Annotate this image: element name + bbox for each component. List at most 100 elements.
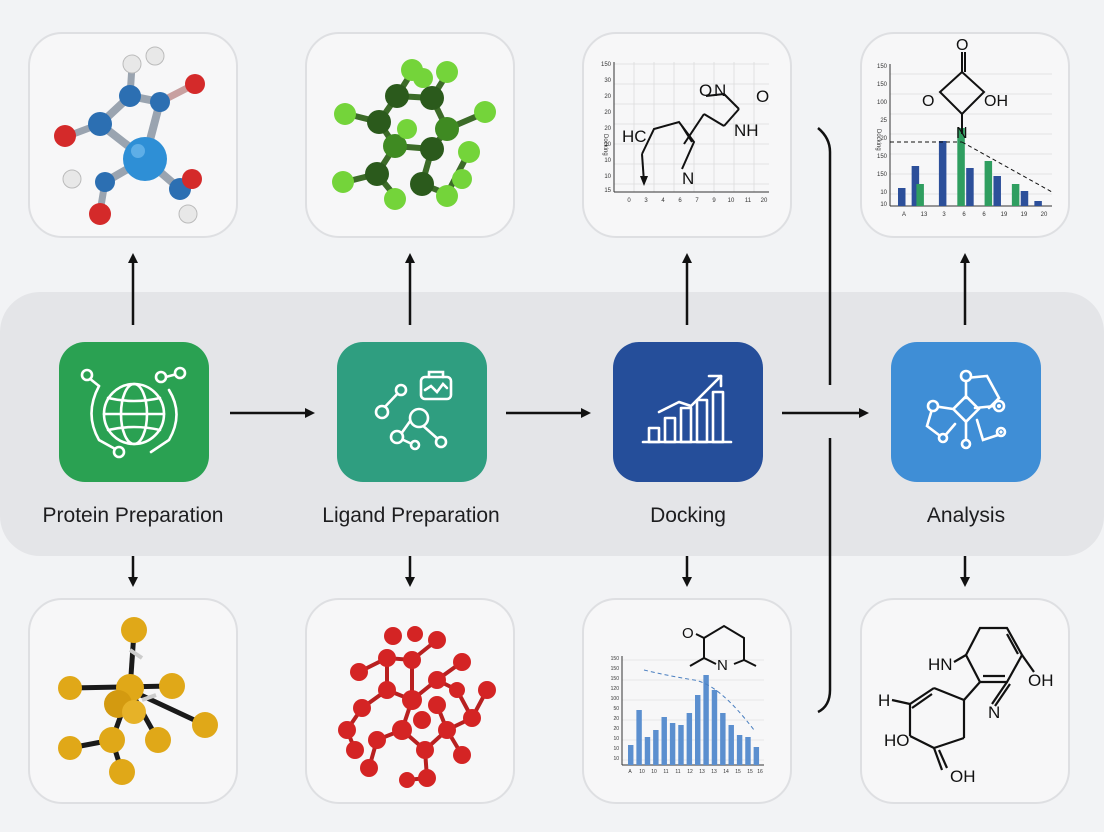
bar <box>711 690 718 765</box>
bracket-upper <box>817 127 832 385</box>
y-tick: 10 <box>604 174 611 180</box>
x-tick: 13 <box>699 769 705 775</box>
y-tick: 150 <box>877 64 888 70</box>
bar <box>628 745 634 765</box>
y-tick: 20 <box>880 136 887 142</box>
x-tick: 15 <box>735 769 741 775</box>
x-tick: 13 <box>921 212 928 218</box>
y-tick: 100 <box>877 100 888 106</box>
chem-label: OH <box>1028 671 1054 690</box>
y-tick: 150 <box>877 154 888 160</box>
ligand-molecule-image <box>332 59 496 210</box>
chem-label: H <box>878 691 890 710</box>
y-tick: 150 <box>611 656 620 662</box>
y-tick: 20 <box>613 726 619 732</box>
x-tick: 11 <box>663 769 668 775</box>
chem-label: N <box>956 125 968 142</box>
x-tick: 6 <box>678 198 682 204</box>
x-tick: 4 <box>661 198 665 204</box>
analysis-structure-image: HN OH N H HO OH <box>878 626 1054 786</box>
stage-label-protein: Protein Preparation <box>42 504 224 527</box>
y-tick: 20 <box>613 716 619 722</box>
x-tick: 7 <box>695 198 699 204</box>
x-tick: 10 <box>728 198 735 204</box>
y-tick: 120 <box>611 686 620 692</box>
x-tick: 19 <box>1001 212 1008 218</box>
bar <box>728 725 734 765</box>
ligand-structure-image <box>338 626 496 788</box>
bar <box>678 725 684 765</box>
x-tick: 13 <box>711 769 717 775</box>
x-tick: 0 <box>627 198 631 204</box>
bar <box>957 128 965 206</box>
bar-series <box>628 675 760 765</box>
y-tick: 10 <box>613 746 619 752</box>
stage-tile-docking[interactable] <box>613 342 763 482</box>
stage-label-analysis: Analysis <box>926 504 1006 527</box>
y-tick: 20 <box>604 126 611 132</box>
bar <box>745 737 751 765</box>
stage-tile-protein[interactable] <box>59 342 209 482</box>
bar <box>644 737 651 765</box>
chem-label: N <box>714 81 726 100</box>
globe-network-icon <box>80 366 187 459</box>
x-tick: A <box>628 769 632 775</box>
y-tick: 25 <box>880 118 887 124</box>
bar <box>653 730 659 765</box>
y-tick: 150 <box>877 172 888 178</box>
bar-series <box>898 128 1042 206</box>
stage-tile-ligand[interactable] <box>337 342 487 482</box>
y-tick: 15 <box>604 188 611 194</box>
y-tick: 50 <box>613 706 619 712</box>
chem-label: N <box>988 703 1000 722</box>
y-tick: 10 <box>880 202 887 208</box>
x-tick: 3 <box>942 212 946 218</box>
bar-chart-trend-icon <box>641 374 733 444</box>
x-tick: 12 <box>687 769 693 775</box>
chem-label: N <box>717 657 728 674</box>
chem-label: HN <box>928 655 953 674</box>
bar <box>984 161 993 206</box>
x-tick: 14 <box>723 769 729 775</box>
bar <box>966 168 974 206</box>
bar <box>993 176 1001 206</box>
x-tick: 6 <box>962 212 966 218</box>
analysis-chart-card: 150 150 100 25 20 150 150 10 10 A 13 3 6… <box>860 32 1070 238</box>
x-tick: 6 <box>982 212 986 218</box>
stage-tile-analysis[interactable] <box>891 342 1041 482</box>
bar <box>669 723 676 765</box>
chem-label: OH <box>984 93 1008 110</box>
analysis-chart-image: 150 150 100 25 20 150 150 10 10 A 13 3 6… <box>875 37 1053 218</box>
bar <box>898 188 906 206</box>
chem-label: O <box>922 93 934 110</box>
bar <box>736 735 743 765</box>
bar <box>703 675 709 765</box>
y-tick: 10 <box>880 190 887 196</box>
y-tick: 30 <box>604 78 611 84</box>
y-tick: 20 <box>604 94 611 100</box>
bar <box>916 184 924 206</box>
y-tick: 10 <box>613 756 619 762</box>
stage-label-ligand: Ligand Preparation <box>322 504 500 527</box>
chem-label: O <box>699 81 712 100</box>
bar <box>911 166 920 206</box>
bracket-lower <box>817 438 832 714</box>
chem-label: NH <box>734 121 759 140</box>
protein-molecule-image <box>54 46 205 225</box>
bar <box>753 747 760 765</box>
docking-result-card: 150 150 150 120 100 50 20 20 10 10 10 A … <box>582 598 792 804</box>
protein-structure-card <box>28 598 238 804</box>
x-tick: 15 <box>747 769 753 775</box>
bar <box>720 713 726 765</box>
x-tick: 10 <box>639 769 645 775</box>
y-tick: 150 <box>611 676 620 682</box>
y-tick: 10 <box>604 158 611 164</box>
x-tick: 9 <box>712 198 716 204</box>
docking-result-image: 150 150 150 120 100 50 20 20 10 10 10 A … <box>611 624 764 775</box>
chem-label: O <box>682 625 694 642</box>
x-tick: 19 <box>1021 212 1028 218</box>
y-tick: 20 <box>604 110 611 116</box>
molecule-nodes-icon <box>374 370 453 451</box>
x-tick: 11 <box>745 198 752 204</box>
